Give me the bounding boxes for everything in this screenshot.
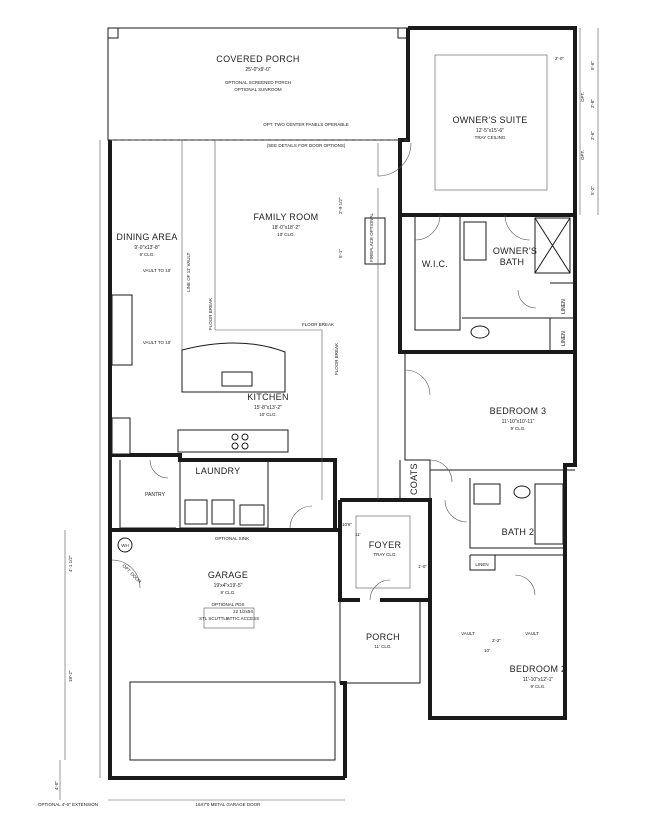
owners-suite-name: OWNER'S SUITE: [452, 115, 527, 125]
optional-extension: OPTIONAL 4'-0" EXTENSION: [38, 802, 98, 807]
dim-2-6: 2'-6": [590, 131, 595, 140]
covered-porch-note2: OPTIONAL SUNROOM: [234, 87, 282, 92]
owners-bath-name2: BATH: [500, 257, 525, 267]
room-labels: COVERED PORCH 25'-0"x9'-0" OPTIONAL SCRE…: [38, 54, 567, 807]
vault-kitchen: VAULT TO 10': [143, 340, 171, 345]
covered-porch-note1: OPTIONAL SCREENED PORCH: [225, 80, 291, 85]
optional-pds: OPTIONAL PDS: [211, 602, 244, 607]
dim-5-2: 5'-2": [590, 186, 595, 195]
dim-opt2: OPT.: [580, 150, 585, 160]
linen-1: LINEN: [561, 299, 567, 314]
bedroom2-clg: 9' CLG.: [530, 684, 545, 689]
dim-foyer3: 1'-0": [418, 564, 427, 569]
garage-clg: 9' CLG.: [220, 590, 235, 595]
dim-foyer: 11': [355, 532, 361, 537]
dim-garage1: 4'-1 1/2": [68, 555, 73, 572]
wh-label: WH: [121, 543, 129, 548]
dim-2-8: 2'-8": [590, 99, 595, 108]
attic-access: ATTIC ACCESS: [227, 616, 259, 621]
foyer-clg: TRAY CLG.: [373, 552, 396, 557]
dim-foyer2: 10'6": [342, 522, 352, 527]
covered-porch-size: 25'-0"x9'-0": [245, 67, 270, 73]
walls: [107, 26, 577, 780]
linen-2: LINEN: [561, 331, 567, 346]
dim-fr: 2'-9 1/2": [338, 197, 343, 214]
bath2-name: BATH 2: [502, 527, 535, 537]
bedroom3-clg: 9' CLG.: [510, 426, 525, 431]
garage-door-label: 16X7'0 METAL GARAGE DOOR: [196, 802, 262, 807]
floor-break-1: FLOOR BREAK: [208, 298, 213, 330]
line-of-vault: LINE OF 11' VAULT: [186, 252, 191, 292]
bedroom3-name: BEDROOM 3: [490, 406, 547, 416]
dim-fr2: 5'-1": [338, 249, 343, 258]
dimension-labels: 2'-0" 5'-6" 2'-8" 2'-6" 5'-2" OPT. OPT. …: [54, 56, 595, 790]
coats-name: COATS: [409, 463, 419, 495]
dining-area-clg: 9' CLG.: [139, 252, 154, 257]
porch-clg: 11' CLG.: [374, 644, 391, 649]
kitchen-clg: 10' CLG.: [259, 412, 277, 417]
kitchen-size: 15'-8"x13'-2": [254, 405, 282, 411]
family-room-clg: 10' CLG.: [277, 232, 295, 237]
floor-break-2: FLOOR BREAK: [302, 322, 334, 327]
wic-name: W.I.C.: [422, 259, 448, 269]
bedroom2-name: BEDROOM 2: [510, 664, 567, 674]
attic-size: 22 1/2x54: [233, 609, 253, 614]
operable-note: OPT. TWO CENTER PANELS OPERABLE: [263, 122, 349, 127]
vault-a: VAULT: [461, 631, 475, 636]
optional-sink: OPTIONAL SINK: [215, 536, 249, 541]
dim-ext: 4'-0": [54, 781, 59, 790]
owners-suite-clg: TRAY CEILING: [475, 135, 506, 140]
dim-5-6: 5'-6": [590, 61, 595, 70]
dim-bed2: 2'-2": [492, 638, 501, 643]
bedroom2-size: 11'-10"x12'-1": [523, 677, 554, 683]
dim-opt1: OPT.: [580, 92, 585, 102]
dining-area-size: 9'-0"x13'-8": [134, 245, 159, 251]
reference-lines: [59, 28, 599, 801]
laundry-name: LAUNDRY: [196, 466, 241, 476]
covered-porch-name: COVERED PORCH: [216, 54, 299, 64]
fixtures: [111, 217, 571, 761]
stl-scuttle: STL SCUTTLE: [199, 616, 229, 621]
garage-size: 19'x4"x19'-5": [214, 583, 243, 589]
dim-garage2: 18'-2": [68, 670, 73, 682]
door-swings: [111, 142, 537, 601]
dining-area-name: DINING AREA: [116, 232, 177, 242]
porch-name: PORCH: [366, 632, 400, 642]
floor-break-3: FLOOR BREAK: [334, 343, 339, 375]
family-room-size: 18'-0"x18'-2": [272, 225, 300, 231]
linen-small-name: LINEN: [475, 562, 488, 567]
owners-bath-name: OWNER'S: [493, 246, 537, 256]
vault-b: VAULT: [525, 631, 539, 636]
foyer-name: FOYER: [369, 540, 402, 550]
dim-2-0: 2'-0": [555, 56, 564, 61]
fireplace-label: FIREPLACE OPTIONAL: [369, 212, 374, 262]
kitchen-name: KITCHEN: [247, 392, 289, 402]
bedroom3-size: 11'-10"x10'-11": [502, 419, 535, 425]
vault-dining: VAULT TO 10': [143, 268, 171, 273]
dim-bed2b: 10': [484, 648, 490, 653]
garage-name: GARAGE: [208, 570, 248, 580]
see-details-note: (SEE DETAILS FOR DOOR OPTIONS): [267, 143, 346, 148]
pantry-name: PANTRY: [145, 492, 165, 498]
owners-suite-size: 12'-5"x15'-6": [476, 128, 504, 134]
family-room-name: FAMILY ROOM: [254, 212, 319, 222]
opt-door-label: OPT. DOOR: [121, 563, 143, 585]
